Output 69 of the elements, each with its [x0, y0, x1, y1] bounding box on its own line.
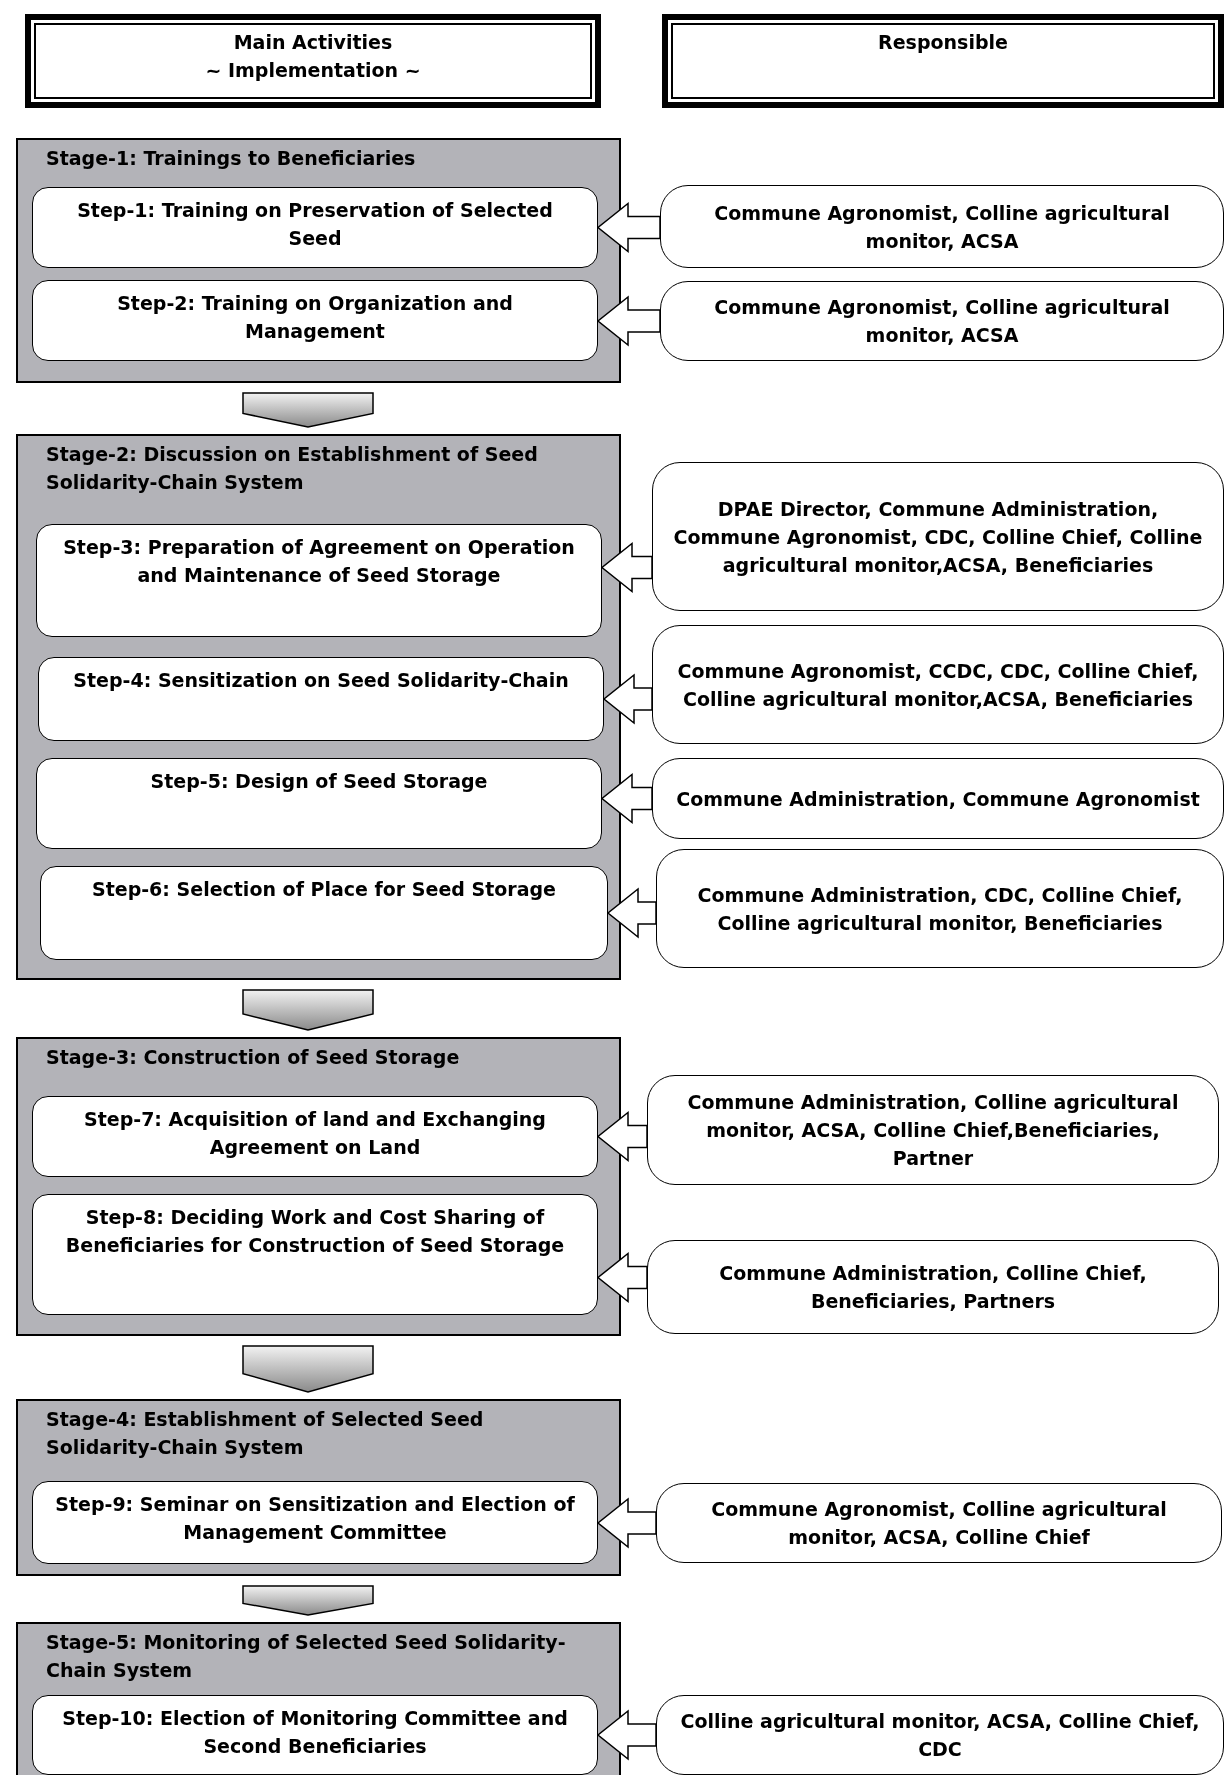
responsible-text: Colline agricultural monitor, ACSA, Colline Chief, CDC: [679, 1709, 1201, 1762]
block-arrow: [596, 295, 661, 347]
column-header: [662, 14, 1224, 108]
stage-panel: [16, 138, 621, 383]
step-text: Step-7: Acquisition of land and Exchanging Agreement on Land: [83, 1107, 547, 1160]
stage-panel: [16, 434, 621, 980]
responsible-box: [656, 1695, 1224, 1775]
responsible-box: [647, 1240, 1219, 1334]
step-box: [38, 657, 604, 741]
step-text: Step-1: Training on Preservation of Selected Seed: [76, 198, 554, 251]
stage-panel: [16, 1037, 621, 1336]
header-text: Main Activities: [233, 30, 393, 55]
chevron-arrow: [242, 1585, 374, 1616]
header-text: ~ Implementation ~: [205, 58, 421, 83]
header-text: Responsible: [878, 30, 1008, 55]
stage-title: Stage-3: Construction of Seed Storage: [45, 1045, 461, 1070]
step-box: [32, 1695, 598, 1775]
chevron-arrow: [242, 392, 374, 428]
step-box: [32, 1481, 598, 1564]
responsible-text: Commune Agronomist, Colline agricultural monitor, ACSA: [713, 295, 1171, 348]
block-arrow: [596, 1709, 657, 1761]
column-header: [25, 14, 601, 108]
step-text: Step-9: Seminar on Sensitization and Election of Management Committee: [54, 1492, 576, 1545]
responsible-box: [660, 281, 1224, 361]
block-arrow: [596, 1497, 657, 1549]
step-box: [40, 866, 608, 960]
step-text: Step-2: Training on Organization and Management: [116, 291, 514, 344]
responsible-text: Commune Administration, Commune Agronomist: [676, 786, 1200, 812]
block-arrow: [596, 1251, 648, 1304]
responsible-box: [652, 625, 1224, 744]
stage-panel: [16, 1622, 621, 1775]
stage-title: Stage-1: Trainings to Beneficiaries: [45, 146, 417, 171]
step-box: [32, 187, 598, 268]
step-box: [32, 280, 598, 361]
block-arrow: [602, 673, 653, 725]
responsible-box: [656, 849, 1224, 968]
stage-panel: [16, 1399, 621, 1576]
chevron-arrow: [242, 1345, 374, 1393]
step-text: Step-3: Preparation of Agreement on Operation and Maintenance of Seed Storage: [62, 535, 576, 588]
stage-title: Stage-2: Discussion on Establishment of Seed Solidarity-Chain System: [45, 442, 539, 495]
stage-title: Stage-5: Monitoring of Selected Seed Solidarity-Chain System: [45, 1630, 567, 1683]
step-box: [36, 758, 602, 849]
block-arrow: [596, 1110, 648, 1163]
responsible-box: [647, 1075, 1219, 1185]
step-box: [36, 524, 602, 637]
block-arrow: [606, 887, 657, 939]
step-text: Step-6: Selection of Place for Seed Storage: [92, 877, 556, 902]
step-text: Step-8: Deciding Work and Cost Sharing of Beneficiaries for Construction of Seed Storage: [64, 1205, 566, 1258]
responsible-box: [660, 185, 1224, 268]
responsible-box: [656, 1483, 1222, 1563]
step-box: [32, 1194, 598, 1315]
block-arrow: [596, 201, 661, 254]
responsible-text: Commune Agronomist, Colline agricultural monitor, ACSA: [713, 200, 1171, 254]
step-text: Step-10: Election of Monitoring Committee and Second Beneficiaries: [61, 1706, 569, 1759]
stage-title: Stage-4: Establishment of Selected Seed Solidarity-Chain System: [45, 1407, 485, 1460]
responsible-box: [652, 758, 1224, 839]
step-text: Step-5: Design of Seed Storage: [150, 769, 488, 794]
responsible-text: Commune Administration, Colline agricultural monitor, ACSA, Colline Chief,Beneficiaries, Partner: [686, 1090, 1180, 1171]
responsible-text: Commune Administration, Colline Chief, Beneficiaries, Partners: [718, 1261, 1148, 1314]
chevron-arrow: [242, 989, 374, 1031]
responsible-box: [652, 462, 1224, 611]
responsible-text: Commune Agronomist, CCDC, CDC, Colline Chief, Colline agricultural monitor,ACSA, Beneficiaries: [676, 658, 1200, 712]
responsible-text: Commune Administration, CDC, Colline Chief, Colline agricultural monitor, Beneficiaries: [696, 882, 1184, 936]
responsible-text: Commune Agronomist, Colline agricultural monitor, ACSA, Colline Chief: [710, 1497, 1168, 1550]
block-arrow: [600, 541, 653, 594]
responsible-text: DPAE Director, Commune Administration, Commune Agronomist, CDC, Colline Chief, Colline agricultural monitor,ACSA, Beneficiaries: [672, 496, 1204, 578]
step-text: Step-4: Sensitization on Seed Solidarity-Chain: [73, 668, 569, 693]
block-arrow: [600, 772, 653, 825]
step-box: [32, 1096, 598, 1177]
